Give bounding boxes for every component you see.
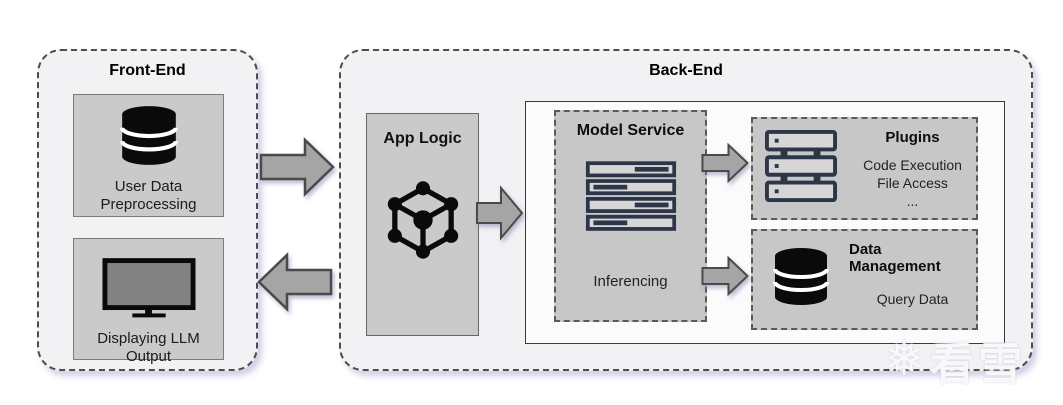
front-end-container: Front-End User Data Preprocessing — [37, 49, 258, 371]
services-box: Model Service — [525, 101, 1005, 344]
plugins-item-ellipsis: ... — [906, 193, 919, 210]
plugins-box: Plugins Code Execution File Access ... — [751, 117, 978, 220]
plugins-item-code-execution: Code Execution — [863, 157, 962, 173]
back-end-title: Back-End — [649, 62, 723, 79]
back-end-container: Back-End App Logic — [339, 49, 1033, 371]
arrow-modelservice-to-plugins-icon — [701, 142, 750, 188]
monitor-icon — [101, 257, 196, 324]
server-stack-icon — [764, 130, 838, 207]
user-data-preprocessing-label: User Data Preprocessing — [100, 178, 197, 214]
arrow-modelservice-to-datamanagement-icon — [701, 255, 750, 301]
arrow-backend-to-frontend-icon — [257, 252, 333, 317]
model-service-title: Model Service — [576, 122, 685, 139]
data-management-title: Data Management — [849, 241, 941, 275]
server-rack-icon — [585, 160, 677, 239]
query-data-label: Query Data — [876, 291, 949, 307]
data-management-box: Data Management Query Data — [751, 229, 978, 330]
database-icon — [769, 245, 833, 314]
front-end-title: Front-End — [109, 62, 186, 79]
user-data-preprocessing-box: User Data Preprocessing — [73, 94, 224, 217]
displaying-llm-output-box: Displaying LLM Output — [73, 238, 224, 365]
arrow-applogic-to-services-icon — [476, 184, 524, 247]
app-logic-box: App Logic — [366, 113, 479, 336]
arrow-frontend-to-backend-icon — [259, 137, 335, 202]
displaying-llm-output-label: Displaying LLM Output — [97, 330, 200, 366]
database-icon — [116, 105, 182, 172]
app-logic-title: App Logic — [383, 130, 462, 147]
plugins-title: Plugins — [885, 129, 940, 146]
model-service-box: Model Service — [554, 110, 707, 322]
cube-network-icon — [379, 176, 467, 269]
plugins-item-file-access: File Access — [877, 175, 948, 192]
inferencing-label: Inferencing — [593, 273, 668, 290]
